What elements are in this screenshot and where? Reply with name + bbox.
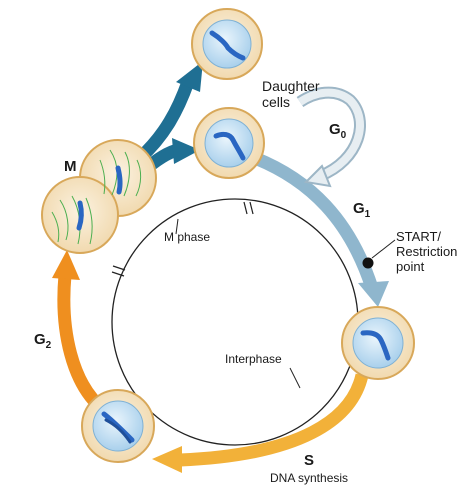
start-restriction-text: START/ Restriction point [396,229,458,274]
daughter-cell-lower [193,107,265,179]
dna-synthesis-label: DNA synthesis [270,471,349,486]
g0-label: G0 [329,121,346,142]
m-phase-text: M phase [164,230,211,244]
g2-label: G2 [34,331,51,352]
chromosome-icon [209,30,246,61]
g1-text: G [353,200,365,217]
chromosome-icon [360,330,391,361]
restriction-point-marker [362,257,374,269]
g0-text: G [329,121,341,138]
start-restriction-label: START/ Restriction point [396,229,458,275]
dna-synthesis-text: DNA synthesis [270,471,349,485]
interphase-label: Interphase [225,352,282,367]
s-arrow [152,373,369,473]
chromosome-icon [115,165,123,195]
g1-subscript: 1 [364,209,371,220]
g0-subscript: 0 [340,130,347,141]
chromosome-icon [76,200,84,231]
s-text: S [304,452,315,469]
g2-text: G [34,331,46,348]
m-phase-boundary-tick-top [243,201,254,215]
g2-arrow [52,250,109,416]
interphase-leader-line [289,367,301,389]
daughter-cells-text: Daughter cells [262,78,320,111]
g2-subscript: 2 [45,340,52,351]
interphase-text: Interphase [225,352,282,366]
s-label: S [304,452,314,469]
restriction-point-leader-line [371,239,396,259]
daughter-cells-label: Daughter cells [262,78,320,110]
m-label: M [64,158,77,175]
dividing-cell [41,139,157,254]
chromosome-icon [101,411,135,443]
m-phase-leader-line [175,218,179,235]
m-text: M [64,158,77,175]
chromosome-icon [104,418,132,444]
g1-label: G1 [353,200,370,221]
g2-cell [81,389,155,463]
daughter-cell-top [191,8,263,80]
g0-loop-arrow [296,86,366,188]
m-phase-label: M phase [164,230,211,245]
g1-cell [341,306,415,380]
chromosome-icon [213,131,246,161]
m-phase-boundary-tick-left [111,265,126,277]
m-arrow-upper [135,61,203,163]
